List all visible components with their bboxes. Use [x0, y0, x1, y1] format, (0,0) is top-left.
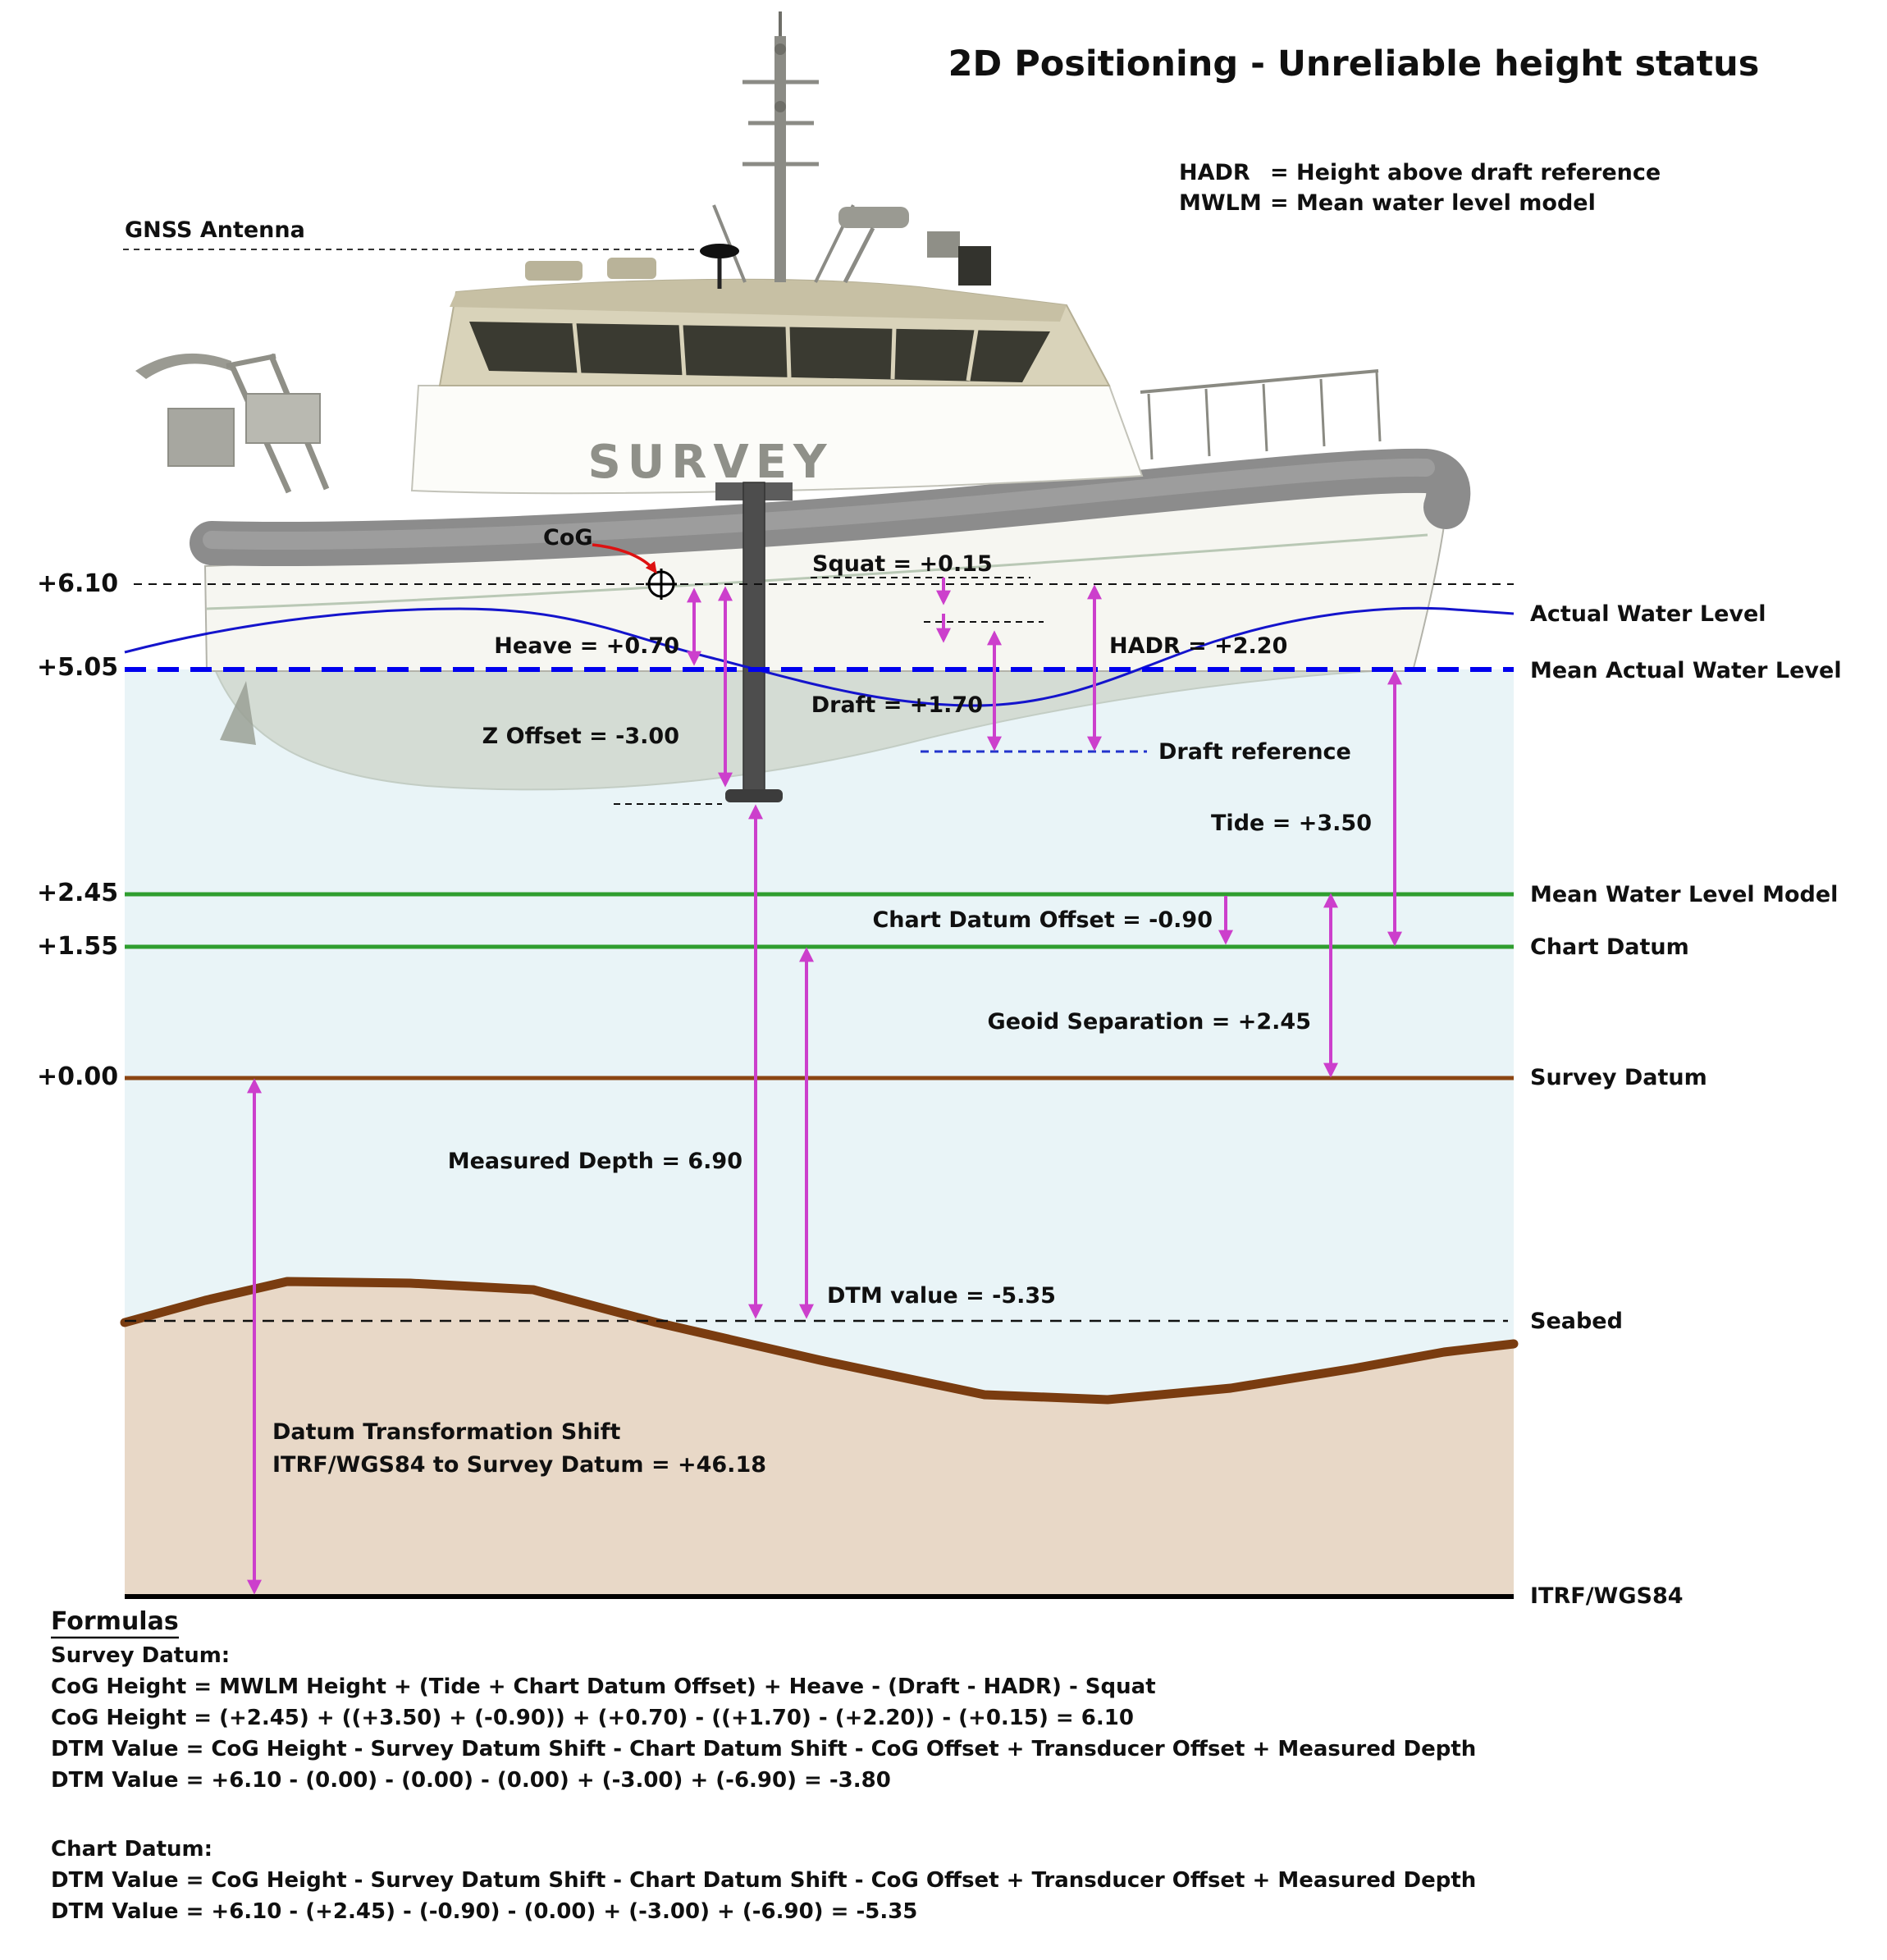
legend-mwlm-definition: = Mean water level model — [1270, 190, 1596, 216]
label-mean-water-level-model: Mean Water Level Model — [1530, 882, 1838, 907]
aft-rail — [1140, 369, 1379, 394]
heave-label: Heave = +0.70 — [494, 633, 679, 659]
radar-icon — [838, 207, 960, 284]
page-title: 2D Positioning - Unreliable height statu… — [948, 43, 1760, 85]
axis-value-505: +5.05 — [37, 653, 118, 682]
tide-label: Tide = +3.50 — [1211, 811, 1372, 836]
formulas-survey-heading: Survey Datum: — [51, 1643, 230, 1668]
label-itrf-wgs84: ITRF/WGS84 — [1530, 1583, 1684, 1609]
label-actual-water-level: Actual Water Level — [1530, 601, 1766, 627]
roof-equipment — [607, 258, 656, 279]
vessel-sheer-stripe — [206, 533, 1428, 610]
gnss-antenna-label: GNSS Antenna — [125, 217, 305, 243]
formulas-heading: Formulas — [51, 1607, 179, 1636]
mast — [712, 11, 855, 283]
roof-equipment — [525, 261, 583, 281]
cog-pointer-arrow — [592, 543, 657, 574]
label-mean-actual-water-level: Mean Actual Water Level — [1530, 658, 1842, 683]
label-seabed: Seabed — [1530, 1309, 1623, 1334]
formulas-chart-heading: Chart Datum: — [51, 1837, 212, 1862]
vessel-underwater-hull — [213, 669, 1404, 791]
formulas-survey-line-2: CoG Height = (+2.45) + ((+3.50) + (-0.90… — [51, 1706, 1134, 1730]
legend-mwlm-term: MWLM — [1179, 190, 1262, 216]
cog-label: CoG — [543, 525, 593, 551]
water-body — [125, 669, 1514, 1400]
rail-post — [1319, 378, 1326, 447]
window-mullion — [678, 324, 687, 377]
vessel-windows — [469, 322, 1050, 382]
window-mullion — [890, 327, 897, 380]
rail-post — [1204, 388, 1211, 457]
formulas-chart-line-2: DTM Value = +6.10 - (+2.45) - (-0.90) - … — [51, 1899, 917, 1924]
z-offset-label: Z Offset = -3.00 — [482, 724, 679, 749]
label-survey-datum: Survey Datum — [1530, 1065, 1707, 1090]
rail-post — [1262, 383, 1268, 452]
measurement-arrows — [247, 578, 1402, 1595]
formulas-survey-line-3: DTM Value = CoG Height - Survey Datum Sh… — [51, 1737, 1476, 1761]
axis-value-610: +6.10 — [37, 569, 118, 598]
seabed-sediment — [125, 1282, 1514, 1594]
axis-value-000: +0.00 — [37, 1062, 118, 1091]
label-chart-datum: Chart Datum — [1530, 934, 1689, 960]
geoid-separation-label: Geoid Separation = +2.45 — [988, 1009, 1311, 1035]
vessel-roof — [450, 279, 1067, 322]
formulas-chart-line-1: DTM Value = CoG Height - Survey Datum Sh… — [51, 1868, 1476, 1893]
seabed-line — [120, 1277, 1519, 1405]
squat-label: Squat = +0.15 — [812, 551, 993, 577]
legend-hadr-term: HADR — [1179, 160, 1250, 185]
draft-label: Draft = +1.70 — [811, 692, 983, 718]
axis-value-245: +2.45 — [37, 879, 118, 907]
hadr-label: HADR = +2.20 — [1109, 633, 1287, 659]
funnel — [958, 246, 991, 286]
measured-depth-label: Measured Depth = 6.90 — [448, 1149, 742, 1174]
gnss-antenna-icon — [700, 244, 739, 289]
dtm-value-label: DTM value = -5.35 — [827, 1283, 1056, 1309]
rail-post — [1147, 393, 1154, 460]
window-mullion — [966, 329, 979, 381]
window-mullion — [572, 322, 582, 374]
datum-shift-label-line2: ITRF/WGS84 to Survey Datum = +46.18 — [272, 1452, 766, 1478]
propeller-icon — [220, 681, 256, 745]
chart-datum-offset-label: Chart Datum Offset = -0.90 — [872, 907, 1213, 933]
datum-shift-label-line1: Datum Transformation Shift — [272, 1419, 621, 1445]
stern-crane — [135, 353, 330, 494]
legend-hadr-definition: = Height above draft reference — [1270, 160, 1661, 185]
vessel-fender-highlight — [203, 458, 1435, 550]
axis-value-155: +1.55 — [37, 932, 118, 961]
rail-post — [1375, 372, 1382, 442]
vessel-name-label: SURVEY — [587, 436, 833, 489]
draft-reference-label: Draft reference — [1158, 739, 1351, 765]
window-mullion — [785, 326, 792, 378]
cog-marker — [646, 569, 677, 600]
formulas-survey-line-1: CoG Height = MWLM Height + (Tide + Chart… — [51, 1674, 1156, 1699]
actual-water-level-line — [124, 606, 1515, 707]
survey-vessel — [135, 11, 1471, 791]
formulas-survey-line-4: DTM Value = +6.10 - (0.00) - (0.00) - (0… — [51, 1768, 891, 1793]
transducer-pole — [715, 482, 793, 802]
